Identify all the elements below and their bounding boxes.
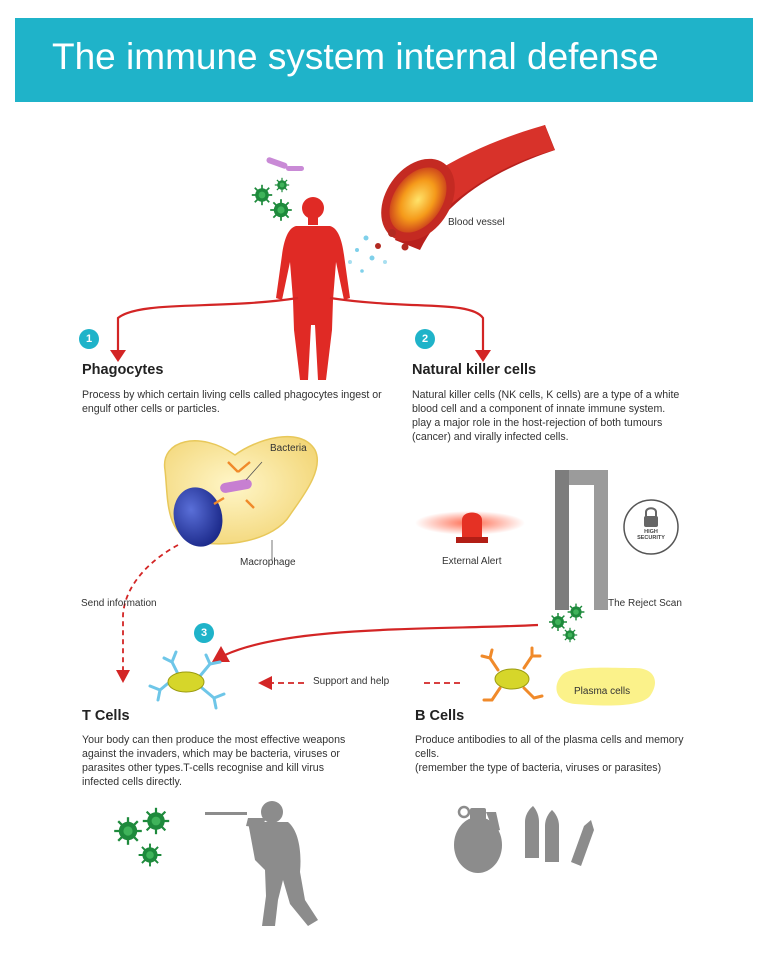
b-cells-heading: B Cells <box>415 708 465 724</box>
pathogens-near-body <box>250 157 304 222</box>
step-1-badge: 1 <box>79 329 99 349</box>
blood-vessel-label: Blood vessel <box>448 217 505 228</box>
bullets-icon <box>525 806 594 866</box>
external-alert-label: External Alert <box>442 556 502 567</box>
high-security-label: HIGH SECURITY <box>637 529 665 541</box>
t-cells-text: Your body can then produce the most effe… <box>82 734 346 788</box>
phagocytes-heading: Phagocytes <box>82 362 164 378</box>
soldier-silhouette <box>205 801 318 926</box>
t-cells-heading: T Cells <box>82 708 130 724</box>
nk-cells-text: Natural killer cells (NK cells, K cells)… <box>412 389 680 443</box>
send-information-label: Send information <box>81 598 157 609</box>
page-title: The immune system internal defense <box>52 36 659 77</box>
security-gate-illustration <box>555 470 608 610</box>
bacteria-label: Bacteria <box>270 443 307 454</box>
support-help-label: Support and help <box>313 676 390 687</box>
human-body-silhouette <box>276 197 350 380</box>
b-cells-text: Produce antibodies to all of the plasma … <box>415 734 684 760</box>
step-3-badge: 3 <box>194 623 214 643</box>
t-cell-illustration <box>148 650 226 710</box>
plasma-cells-label: Plasma cells <box>574 686 631 697</box>
plasma-cells-blob <box>556 667 655 706</box>
macrophage-label: Macrophage <box>240 557 296 568</box>
external-alert-illustration <box>415 511 525 543</box>
step-2-badge: 2 <box>415 329 435 349</box>
phagocytes-text: Process by which certain living cells ca… <box>82 389 382 415</box>
grenade-icon <box>454 805 502 873</box>
b-cell-illustration <box>480 646 544 702</box>
blood-vessel-illustration <box>348 125 555 273</box>
reject-scan-label: The Reject Scan <box>608 598 682 609</box>
nk-cells-heading: Natural killer cells <box>412 362 537 378</box>
b-cells-note: (remember the type of bacteria, viruses … <box>415 762 662 774</box>
title-banner: The immune system internal defense <box>15 18 753 102</box>
macrophage-illustration <box>163 435 318 560</box>
high-security-sign <box>623 499 679 555</box>
